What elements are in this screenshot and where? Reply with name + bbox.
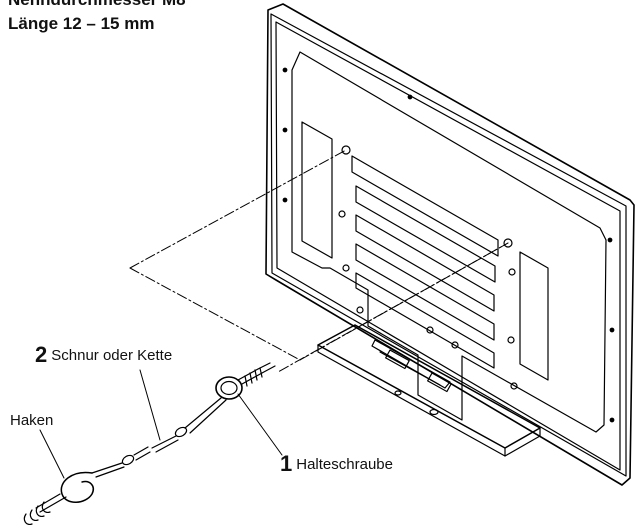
callout-number-1: 1 [280,451,293,476]
cord-drawing [91,397,227,478]
screw-spec-diameter: Nenndurchmesser M8 [8,0,186,10]
tv-stand [317,324,541,457]
leader-lines [39,369,283,479]
callout-label-cord: Schnur oder Kette [51,347,173,364]
callout-number-2: 2 [35,342,48,367]
hook-drawing [23,471,94,525]
callout-label-hook: Haken [10,412,54,429]
retaining-screw-drawing [215,362,276,400]
callout-label-screw: Halteschraube [296,456,393,473]
screw-spec-length: Länge 12 – 15 mm [8,14,155,33]
tv-back-panel [265,3,635,486]
alignment-lines [129,149,509,373]
